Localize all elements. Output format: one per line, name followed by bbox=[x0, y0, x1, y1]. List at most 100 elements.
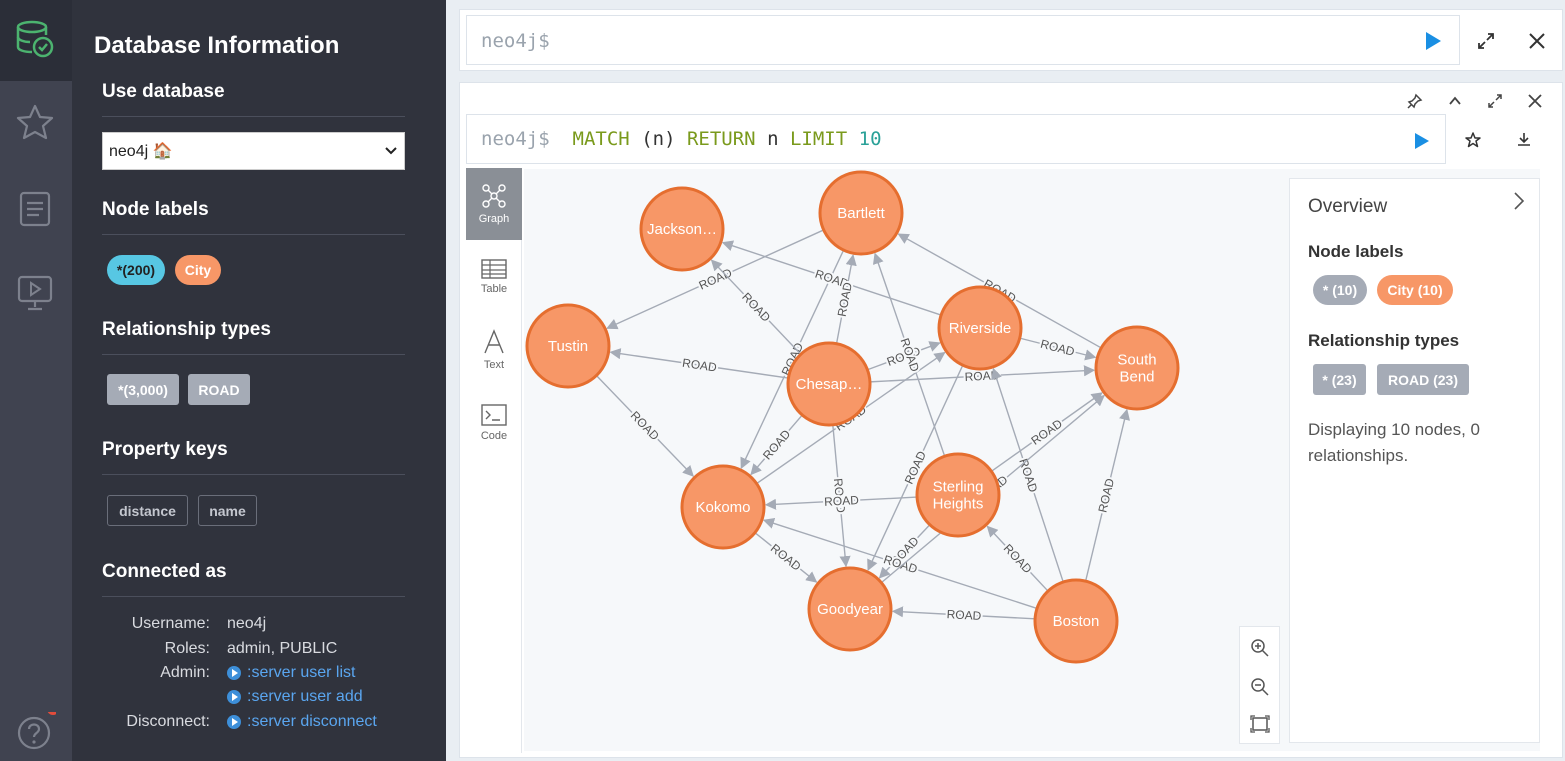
node-tustin[interactable]: Tustin bbox=[525, 303, 611, 389]
relationship-chesap-jackson[interactable] bbox=[710, 259, 802, 355]
node-circle[interactable] bbox=[639, 186, 725, 272]
return-variable: n bbox=[767, 128, 779, 150]
node-jackson[interactable]: Jackson… bbox=[639, 186, 725, 272]
cypher-editor-input[interactable]: neo4j$ bbox=[466, 15, 1460, 65]
relationship-sterling-goodyear[interactable] bbox=[878, 524, 931, 579]
relationship-riverside-jackson[interactable] bbox=[721, 240, 942, 316]
relationship-sterling-bartlett[interactable] bbox=[872, 252, 946, 457]
node-bartlett[interactable]: Bartlett bbox=[818, 170, 904, 256]
server-user-add-link[interactable]: :server user add bbox=[227, 688, 363, 706]
node-goodyear[interactable]: Goodyear bbox=[807, 566, 893, 652]
relationship-riverside-southbend[interactable] bbox=[1019, 337, 1097, 361]
relationship-type-all[interactable]: *(3,000) bbox=[107, 374, 179, 405]
use-database-heading: Use database bbox=[102, 81, 225, 102]
relationship-chesap-riverside[interactable] bbox=[867, 341, 941, 371]
pattern: (n) bbox=[641, 128, 676, 150]
node-circle[interactable] bbox=[915, 452, 1001, 538]
overview-node-label-all[interactable]: * (10) bbox=[1313, 275, 1367, 305]
relationship-boston-southbend[interactable] bbox=[1084, 408, 1131, 582]
guides-tab[interactable] bbox=[14, 272, 56, 314]
relationship-kokomo-goodyear[interactable] bbox=[754, 532, 818, 583]
fullscreen-icon[interactable] bbox=[1477, 32, 1495, 50]
close-icon[interactable] bbox=[1528, 32, 1546, 50]
node-circle[interactable] bbox=[937, 285, 1023, 371]
fit-to-screen-icon[interactable] bbox=[1250, 714, 1270, 734]
overview-relationship-type-road[interactable]: ROAD (23) bbox=[1377, 364, 1469, 395]
node-caption: Chesap… bbox=[796, 376, 863, 393]
relationship-chesap-southbend[interactable] bbox=[869, 365, 1096, 383]
server-user-add-text: :server user add bbox=[247, 688, 363, 705]
keyword-return: RETURN bbox=[686, 128, 756, 150]
relationship-chesap-kokomo[interactable] bbox=[750, 414, 803, 476]
divider bbox=[102, 474, 405, 475]
fullscreen-icon[interactable] bbox=[1487, 93, 1503, 109]
node-label-all[interactable]: *(200) bbox=[107, 255, 165, 285]
database-select[interactable]: neo4j 🏠 bbox=[102, 132, 405, 170]
relationship-sterling-kokomo[interactable] bbox=[764, 496, 918, 510]
node-boston[interactable]: Boston bbox=[1033, 578, 1119, 664]
run-query-button[interactable] bbox=[1423, 31, 1443, 51]
relationship-bartlett-kokomo[interactable] bbox=[740, 249, 845, 470]
relationship-riverside-goodyear[interactable] bbox=[867, 364, 964, 571]
property-key-name[interactable]: name bbox=[198, 495, 257, 526]
server-disconnect-link[interactable]: :server disconnect bbox=[227, 713, 377, 731]
relationship-boston-sterling[interactable] bbox=[986, 525, 1049, 592]
relationship-label: ROAD bbox=[964, 368, 1000, 384]
close-icon[interactable] bbox=[1527, 93, 1543, 109]
query-editor[interactable]: neo4j$ MATCH (n) RETURN n LIMIT 10 bbox=[466, 114, 1446, 164]
node-chesap[interactable]: Chesap… bbox=[786, 341, 872, 427]
zoom-in-icon[interactable] bbox=[1250, 638, 1270, 658]
server-user-list-link[interactable]: :server user list bbox=[227, 664, 355, 682]
chevron-right-icon[interactable] bbox=[1512, 191, 1526, 211]
divider bbox=[102, 596, 405, 597]
database-tab[interactable] bbox=[0, 0, 72, 81]
help-tab[interactable] bbox=[14, 703, 59, 754]
relationship-types-heading: Relationship types bbox=[102, 319, 271, 340]
property-key-distance[interactable]: distance bbox=[107, 495, 188, 526]
relationship-chesap-tustin[interactable] bbox=[609, 348, 789, 379]
relationship-boston-riverside[interactable] bbox=[991, 367, 1064, 583]
node-circle[interactable] bbox=[818, 170, 904, 256]
documents-tab[interactable] bbox=[14, 188, 56, 230]
node-riverside[interactable]: Riverside bbox=[937, 285, 1023, 371]
tab-graph[interactable]: Graph bbox=[466, 168, 522, 240]
pin-icon[interactable] bbox=[1407, 93, 1423, 109]
relationship-type-road[interactable]: ROAD bbox=[188, 374, 250, 405]
node-circle[interactable] bbox=[807, 566, 893, 652]
node-circle[interactable] bbox=[786, 341, 872, 427]
node-kokomo[interactable]: Kokomo bbox=[680, 464, 766, 550]
relationship-tustin-kokomo[interactable] bbox=[595, 375, 694, 477]
relationship-bartlett-tustin[interactable] bbox=[606, 229, 824, 330]
tab-text[interactable]: Text bbox=[466, 314, 522, 386]
zoom-controls bbox=[1239, 626, 1280, 744]
zoom-out-icon[interactable] bbox=[1250, 677, 1270, 697]
node-label-city[interactable]: City bbox=[175, 255, 221, 285]
relationship-boston-kokomo[interactable] bbox=[762, 517, 1038, 610]
relationship-sterling-southbend[interactable] bbox=[991, 392, 1103, 472]
relationship-label: ROAD bbox=[739, 290, 773, 325]
node-circle[interactable] bbox=[525, 303, 611, 389]
relationship-label: ROAD bbox=[760, 427, 793, 463]
tab-table-label: Table bbox=[480, 283, 508, 295]
relationship-chesap-goodyear[interactable] bbox=[832, 424, 851, 568]
download-icon[interactable] bbox=[1515, 131, 1533, 149]
overview-node-label-city[interactable]: City (10) bbox=[1377, 275, 1453, 305]
node-circle[interactable] bbox=[680, 464, 766, 550]
node-circle[interactable] bbox=[1094, 325, 1180, 411]
run-query-button[interactable] bbox=[1412, 132, 1430, 150]
relationship-chesap-bartlett[interactable] bbox=[835, 254, 857, 344]
star-icon[interactable] bbox=[1464, 131, 1482, 149]
play-icon bbox=[227, 715, 241, 729]
tab-code[interactable]: Code bbox=[466, 387, 522, 459]
overview-relationship-type-all[interactable]: * (23) bbox=[1313, 364, 1366, 395]
graph-visualization[interactable]: ROADROADROADROADROADROADROADROADROADROAD… bbox=[524, 169, 1540, 751]
relationship-label: ROAD bbox=[824, 493, 860, 509]
relationship-boston-goodyear[interactable] bbox=[891, 606, 1036, 620]
document-icon bbox=[19, 191, 51, 227]
collapse-icon[interactable] bbox=[1447, 93, 1463, 109]
node-circle[interactable] bbox=[1033, 578, 1119, 664]
tab-table[interactable]: Table bbox=[466, 241, 522, 313]
favorites-tab[interactable] bbox=[14, 102, 56, 144]
